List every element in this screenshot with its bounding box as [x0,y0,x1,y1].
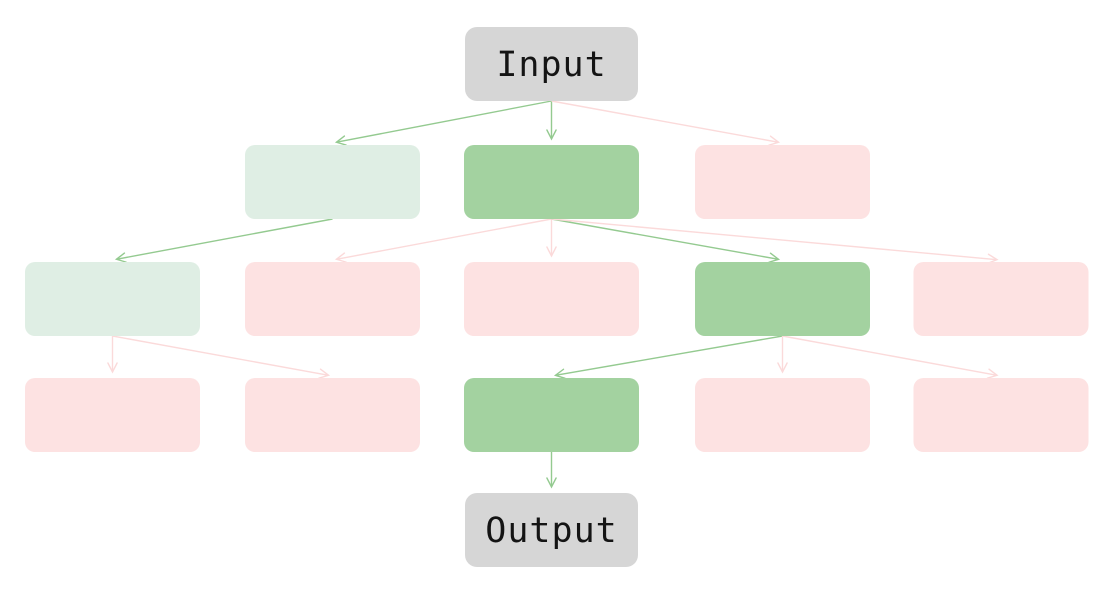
node-box-l3b [245,378,420,452]
node-l2a-explored [25,262,200,336]
edge-input-l1a-kept [334,100,552,146]
node-l1c-pruned [695,145,870,219]
edge-input-l1c-pruned [551,100,781,146]
node-l2c-pruned [464,262,639,336]
edge-l1b-l2e-pruned [551,218,999,265]
node-box-l3c [464,378,639,452]
node-label-output: Output [485,511,617,551]
edge-l1b-l2d-kept [551,218,781,263]
node-label-input: Input [496,45,606,85]
node-box-l1a [245,145,420,219]
edge-l2d-l3e-pruned [782,335,999,379]
node-box-l2e [913,262,1089,336]
edge-l1b-l2b-pruned [334,218,552,263]
node-box-output [465,493,638,567]
node-box-l2c [464,262,639,336]
node-l1a-explored [245,145,420,219]
edge-l1a-l2a-kept [114,218,333,263]
node-box-input [465,27,638,101]
node-l2d-selected [695,262,870,336]
node-l3c-selected [464,378,639,452]
node-box-l2a [25,262,200,336]
node-output-terminal: Output [465,493,638,567]
node-l1b-selected [464,145,639,219]
edge-l2d-l3c-kept [553,335,783,380]
node-l3b-pruned [245,378,420,452]
node-box-l2d [695,262,870,336]
node-box-l3e [913,378,1089,452]
edge-l2a-l3b-pruned [112,335,331,379]
node-box-l3a [25,378,200,452]
node-l2e-pruned [913,262,1089,336]
node-box-l3d [695,378,870,452]
edges-layer [107,100,999,489]
node-l3d-pruned [695,378,870,452]
node-box-l2b [245,262,420,336]
node-box-l1c [695,145,870,219]
node-box-l1b [464,145,639,219]
node-input-terminal: Input [465,27,638,101]
node-l2b-pruned [245,262,420,336]
node-l3a-pruned [25,378,200,452]
node-l3e-pruned [913,378,1089,452]
